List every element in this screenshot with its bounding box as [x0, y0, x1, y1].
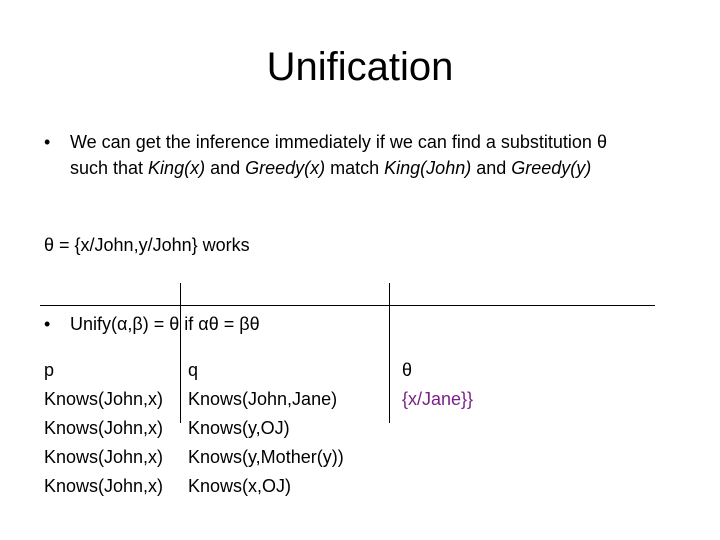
- bullet-line-1: We can get the inference immediately if …: [70, 132, 607, 152]
- bullet-dot: •: [44, 314, 51, 334]
- table-horizontal-rule: [40, 305, 655, 306]
- slide-title: Unification: [266, 45, 454, 89]
- table-divider-1: [180, 283, 181, 423]
- cell-q-3: Knows(y,Mother(y)): [188, 447, 344, 467]
- cell-p-2: Knows(John,x): [44, 418, 164, 438]
- cell-q-1: Knows(John,Jane): [188, 389, 338, 409]
- term-greedy-x: Greedy(x): [245, 158, 326, 178]
- column-q: q Knows(John,Jane) Knows(y,OJ) Knows(y,M…: [188, 356, 344, 501]
- cell-p-3: Knows(John,x): [44, 447, 164, 467]
- cell-p-4: Knows(John,x): [44, 476, 164, 496]
- theta-statement: θ = {x/John,y/John} works: [44, 235, 250, 255]
- cell-q-4: Knows(x,OJ): [188, 476, 292, 496]
- text-and: and: [205, 158, 246, 178]
- column-p: p Knows(John,x) Knows(John,x) Knows(John…: [44, 356, 163, 501]
- text-such-that: such that: [70, 158, 149, 178]
- header-q: q: [188, 360, 199, 380]
- column-theta: θ {x/Jane}}: [402, 356, 473, 414]
- bullet-unify-definition: • Unify(α,β) = θ if αθ = βθ: [44, 311, 470, 337]
- header-theta: θ: [402, 360, 413, 380]
- unify-definition: Unify(α,β) = θ if αθ = βθ: [70, 314, 260, 334]
- cell-q-2: Knows(y,OJ): [188, 418, 290, 438]
- term-king-x: King(x): [148, 158, 206, 178]
- table-divider-2: [389, 283, 390, 423]
- text-and-2: and: [471, 158, 512, 178]
- bullet-line-2: such that King(x) and Greedy(x) match Ki…: [70, 155, 690, 181]
- bullet-substitution: • We can get the inference immediately i…: [44, 129, 690, 181]
- header-p: p: [44, 360, 55, 380]
- term-greedy-y: Greedy(y): [511, 158, 592, 178]
- cell-theta-1: {x/Jane}}: [402, 389, 474, 409]
- text-match: match: [325, 158, 385, 178]
- cell-p-1: Knows(John,x): [44, 389, 164, 409]
- bullet-dot: •: [44, 132, 51, 152]
- term-king-john: King(John): [384, 158, 472, 178]
